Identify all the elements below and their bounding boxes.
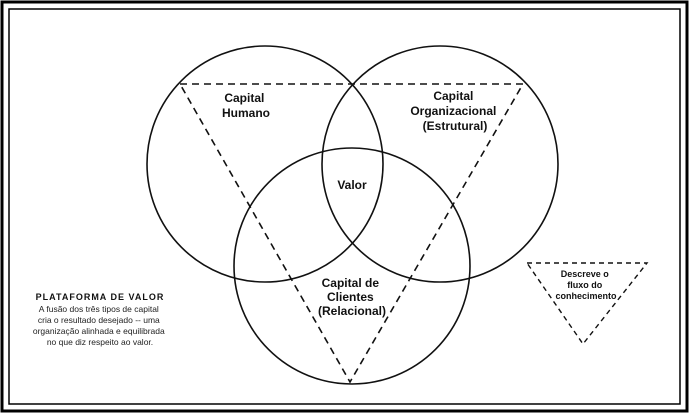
inner-border <box>8 8 681 405</box>
organizational-capital-label: Capital Organizacional (Estrutural) <box>410 89 499 133</box>
platform-title: PLATAFORMA DE VALOR <box>36 292 165 302</box>
circle-organizational-capital <box>321 45 559 283</box>
circle-client-capital <box>233 147 471 385</box>
client-capital-label: Capital de Clientes (Relacional) <box>318 276 386 318</box>
legend-label: Descreve o fluxo do conhecimento <box>555 269 617 301</box>
human-capital-label: Capital Humano <box>222 91 270 120</box>
platform-description: A fusão dos três tipos de capital cria o… <box>33 304 167 347</box>
circle-human-capital <box>146 45 384 283</box>
value-center-label: Valor <box>337 178 367 192</box>
legend-triangle <box>525 262 649 346</box>
knowledge-flow-triangle <box>178 83 525 384</box>
